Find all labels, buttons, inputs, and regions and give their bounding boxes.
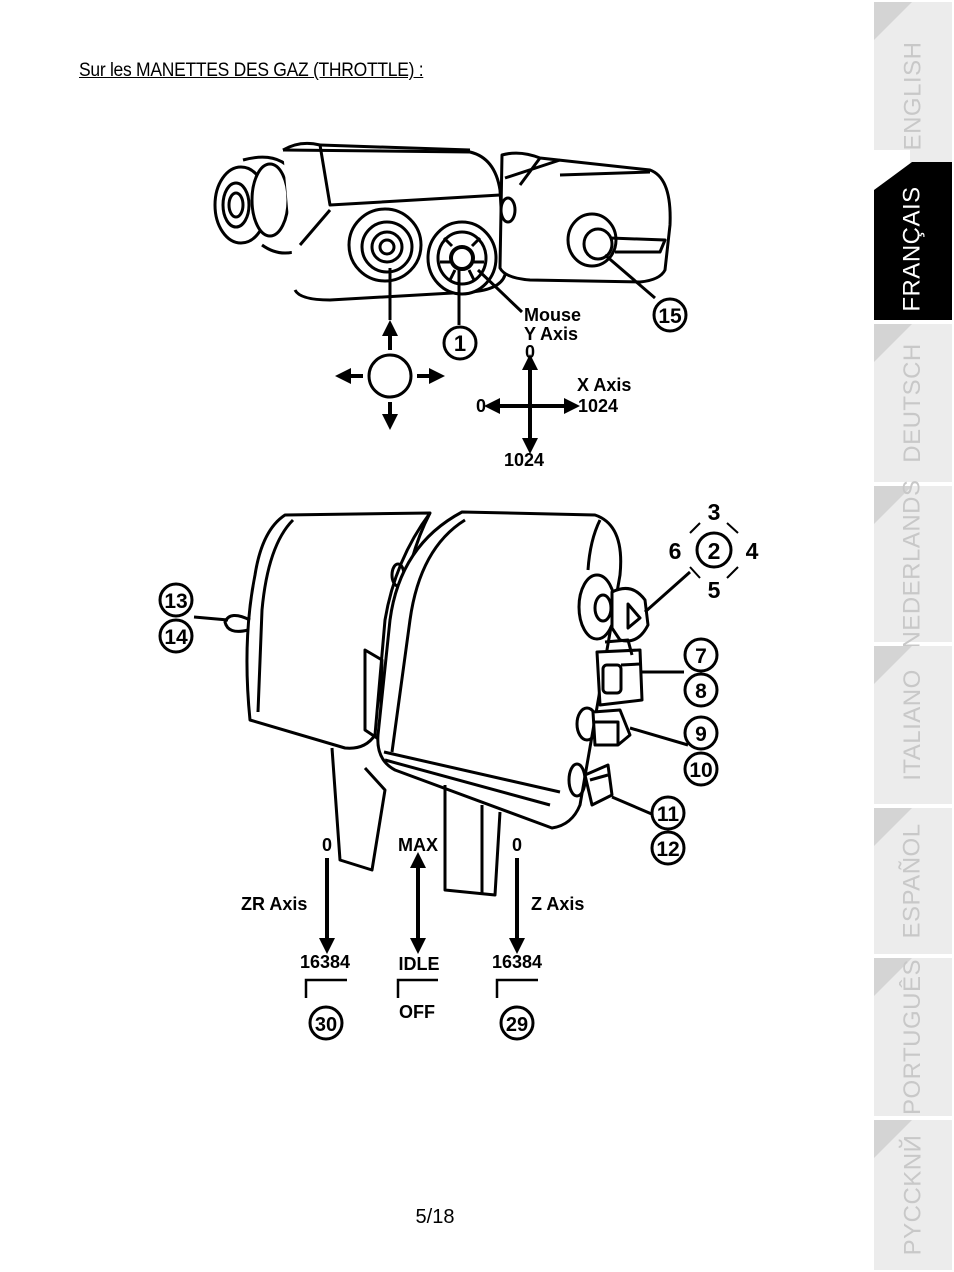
callout-29: 29 [499, 1005, 535, 1041]
detent-symbols [304, 978, 538, 998]
svg-text:14: 14 [164, 626, 188, 649]
zr-max: 16384 [300, 952, 350, 972]
callout-15: 15 [652, 297, 688, 333]
zr-min: 0 [322, 835, 332, 855]
x-axis-label: X Axis [577, 375, 631, 395]
bottom-callouts: 13 14 7 8 9 10 11 12 [158, 582, 719, 866]
svg-text:11: 11 [657, 803, 680, 826]
top-labels: Mouse Y Axis 0 1024 X Axis 0 1024 [476, 305, 631, 470]
callout-11: 11 [650, 795, 686, 831]
lever-axis-arrows [319, 852, 525, 954]
zr-axis-label: ZR Axis [241, 894, 307, 914]
language-tabs: ENGLISH FRANÇAIS DEUTSCH NEDERLANDS ITAL… [872, 0, 954, 1272]
z-axis-label: Z Axis [531, 894, 584, 914]
svg-text:13: 13 [164, 590, 187, 613]
hat-right: 4 [746, 538, 759, 564]
hat-direction-indicator [689, 522, 739, 579]
hat-labels: 3 6 2 4 5 [669, 499, 759, 603]
svg-text:12: 12 [656, 838, 679, 861]
mid-off: OFF [399, 1002, 435, 1022]
svg-text:7: 7 [695, 645, 707, 668]
y-axis-label: Y Axis [524, 324, 578, 344]
callout-12: 12 [650, 830, 686, 866]
callout-9: 9 [683, 715, 719, 751]
y-max-label: 1024 [504, 450, 544, 470]
mid-idle: IDLE [398, 954, 439, 974]
tab-espanol[interactable]: ESPAÑOL [872, 806, 954, 956]
tab-francais[interactable]: FRANÇAIS [872, 160, 954, 322]
svg-text:1: 1 [454, 331, 466, 356]
callout-1: 1 [442, 325, 478, 361]
callout-8: 8 [683, 672, 719, 708]
page-number: 5/18 [415, 1206, 455, 1228]
mouse-label: Mouse [524, 305, 581, 325]
svg-text:8: 8 [695, 680, 707, 703]
svg-text:10: 10 [689, 759, 712, 782]
z-max: 16384 [492, 952, 542, 972]
hat-left: 6 [669, 538, 682, 564]
z-min: 0 [512, 835, 522, 855]
lever-axis-labels: 0 MAX 0 ZR Axis Z Axis 16384 IDLE 16384 … [241, 835, 584, 1022]
tab-italiano[interactable]: ITALIANO [872, 644, 954, 806]
mouse-axis-cross [484, 354, 580, 454]
callout-14: 14 [158, 618, 194, 654]
mid-max: MAX [398, 835, 438, 855]
bottom-throttle-illustration [223, 510, 650, 897]
tab-portugues[interactable]: PORTUGUÊS [872, 956, 954, 1118]
y-min-label: 0 [525, 342, 535, 362]
throttle-diagram: Mouse Y Axis 0 1024 X Axis 0 1024 1 15 [158, 141, 759, 1041]
tab-english[interactable]: ENGLISH [872, 0, 954, 192]
mouse-direction-indicator [335, 320, 445, 430]
top-throttle-illustration [213, 141, 672, 302]
hat-down: 5 [708, 577, 721, 603]
svg-text:15: 15 [658, 305, 682, 328]
callout-13: 13 [158, 582, 194, 618]
svg-text:9: 9 [695, 723, 707, 746]
x-max-label: 1024 [578, 396, 618, 416]
tab-russian[interactable]: PYCCKNЙ [872, 1118, 954, 1272]
tab-deutsch[interactable]: DEUTSCH [872, 322, 954, 484]
callout-7: 7 [683, 637, 719, 673]
callout-10: 10 [683, 751, 719, 787]
section-heading: Sur les MANETTES DES GAZ (THROTTLE) : [79, 60, 424, 81]
svg-text:29: 29 [506, 1014, 528, 1036]
x-min-label: 0 [476, 396, 486, 416]
hat-center: 2 [708, 538, 721, 564]
tab-nederlands[interactable]: NEDERLANDS [872, 479, 954, 649]
hat-up: 3 [708, 499, 721, 525]
lever-button-callouts: 30 29 [308, 1005, 535, 1041]
callout-30: 30 [308, 1005, 344, 1041]
svg-text:30: 30 [315, 1014, 337, 1036]
